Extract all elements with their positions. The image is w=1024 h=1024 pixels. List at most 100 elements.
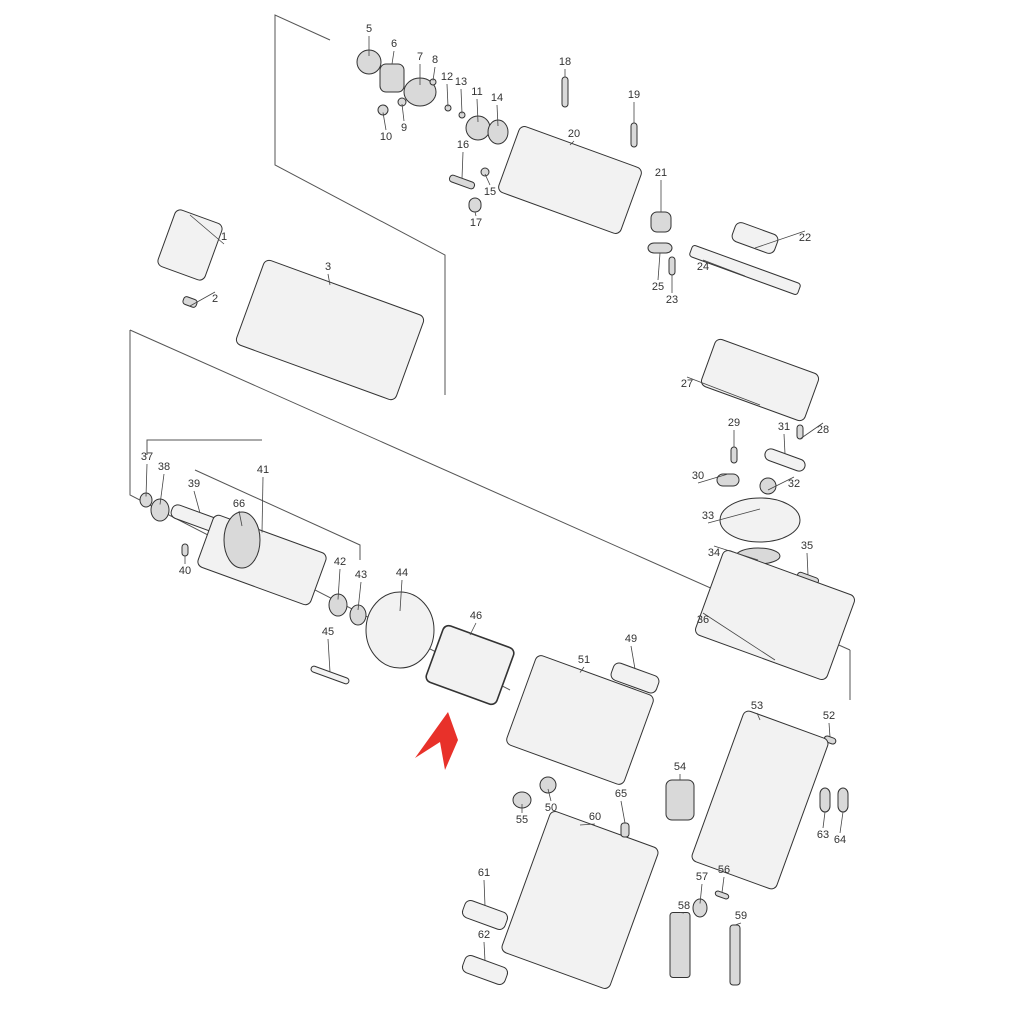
part-label-12: 12 xyxy=(441,71,453,83)
part-label-66: 66 xyxy=(233,498,245,510)
part-label-24: 24 xyxy=(697,261,709,273)
part-label-36: 36 xyxy=(697,614,709,626)
part-22[interactable] xyxy=(730,221,779,255)
part-label-41: 41 xyxy=(257,464,269,476)
leader-line-41 xyxy=(261,476,264,533)
leader-line-9 xyxy=(401,103,405,122)
part-19[interactable] xyxy=(630,122,638,148)
part-label-30: 30 xyxy=(692,470,704,482)
part-2[interactable] xyxy=(182,296,198,308)
part-36[interactable] xyxy=(694,549,856,681)
part-label-11: 11 xyxy=(471,86,482,98)
part-label-20: 20 xyxy=(568,128,580,140)
part-3[interactable] xyxy=(235,259,426,402)
part-45[interactable] xyxy=(310,665,350,685)
part-50[interactable] xyxy=(539,776,557,794)
part-66[interactable] xyxy=(223,511,261,569)
part-label-13: 13 xyxy=(455,76,467,88)
part-label-29: 29 xyxy=(728,417,740,429)
part-63[interactable] xyxy=(819,787,831,813)
leader-line-39 xyxy=(193,490,201,514)
part-label-44: 44 xyxy=(396,567,408,579)
part-61[interactable] xyxy=(461,899,509,931)
part-16[interactable] xyxy=(448,174,476,190)
part-32[interactable] xyxy=(759,477,777,495)
leader-line-30 xyxy=(697,473,729,484)
leader-line-35 xyxy=(806,552,809,576)
part-53[interactable] xyxy=(690,709,829,890)
part-label-22: 22 xyxy=(799,232,811,244)
leader-line-31 xyxy=(783,433,786,455)
part-31[interactable] xyxy=(763,447,807,473)
part-57[interactable] xyxy=(692,898,708,918)
parts-layer xyxy=(139,49,856,990)
part-51[interactable] xyxy=(505,654,655,786)
part-label-1: 1 xyxy=(221,231,227,243)
leader-line-2 xyxy=(189,291,216,307)
part-49[interactable] xyxy=(609,661,660,694)
leader-line-28 xyxy=(799,422,824,440)
part-1[interactable] xyxy=(156,208,224,281)
part-label-59: 59 xyxy=(735,910,747,922)
leader-line-52 xyxy=(828,722,831,738)
part-25[interactable] xyxy=(647,242,673,254)
leader-line-42 xyxy=(337,568,341,600)
part-label-37: 37 xyxy=(141,451,153,463)
part-46[interactable] xyxy=(425,624,516,706)
leader-line-3 xyxy=(327,273,331,286)
part-44[interactable] xyxy=(365,591,435,669)
part-label-32: 32 xyxy=(788,478,800,490)
part-label-64: 64 xyxy=(834,834,846,846)
part-33[interactable] xyxy=(719,497,801,543)
leader-line-43 xyxy=(357,581,362,611)
part-label-54: 54 xyxy=(674,761,686,773)
part-label-56: 56 xyxy=(718,864,730,876)
part-10[interactable] xyxy=(377,104,389,116)
part-label-62: 62 xyxy=(478,929,490,941)
part-30[interactable] xyxy=(716,473,740,487)
part-label-52: 52 xyxy=(823,710,835,722)
part-label-58: 58 xyxy=(678,900,690,912)
leader-line-49 xyxy=(630,645,636,670)
frame-upper-assembly xyxy=(274,14,446,395)
part-29[interactable] xyxy=(730,446,738,464)
leader-line-24 xyxy=(702,259,746,277)
part-label-33: 33 xyxy=(702,510,714,522)
leader-line-17 xyxy=(474,211,477,217)
part-59[interactable] xyxy=(729,924,741,986)
highlight-arrow-icon xyxy=(415,712,458,770)
leader-line-65 xyxy=(620,800,626,824)
leader-line-11 xyxy=(476,98,479,123)
part-23[interactable] xyxy=(668,256,676,276)
part-6[interactable] xyxy=(379,63,405,93)
leader-line-61 xyxy=(483,879,486,907)
part-43[interactable] xyxy=(349,604,367,626)
part-label-19: 19 xyxy=(628,89,640,101)
part-label-2: 2 xyxy=(212,293,218,305)
leader-bracket-39-43 xyxy=(194,469,361,560)
part-65[interactable] xyxy=(620,822,630,838)
part-21[interactable] xyxy=(650,211,672,233)
part-58[interactable] xyxy=(669,912,691,978)
part-18[interactable] xyxy=(561,76,569,108)
part-label-53: 53 xyxy=(751,700,763,712)
part-17[interactable] xyxy=(468,197,482,213)
part-label-18: 18 xyxy=(559,56,571,68)
part-15[interactable] xyxy=(480,167,490,177)
part-28[interactable] xyxy=(796,424,804,440)
part-64[interactable] xyxy=(837,787,849,813)
part-label-16: 16 xyxy=(457,139,469,151)
part-54[interactable] xyxy=(665,779,695,821)
part-38[interactable] xyxy=(150,498,170,522)
part-27[interactable] xyxy=(700,338,820,423)
leader-line-15 xyxy=(484,173,491,186)
part-40[interactable] xyxy=(181,543,189,557)
part-62[interactable] xyxy=(461,954,509,986)
part-56[interactable] xyxy=(714,890,730,900)
part-20[interactable] xyxy=(497,125,643,235)
part-60[interactable] xyxy=(500,810,659,990)
part-label-23: 23 xyxy=(666,294,678,306)
leader-line-63 xyxy=(822,811,826,829)
part-label-46: 46 xyxy=(470,610,482,622)
leader-line-22 xyxy=(754,230,806,249)
